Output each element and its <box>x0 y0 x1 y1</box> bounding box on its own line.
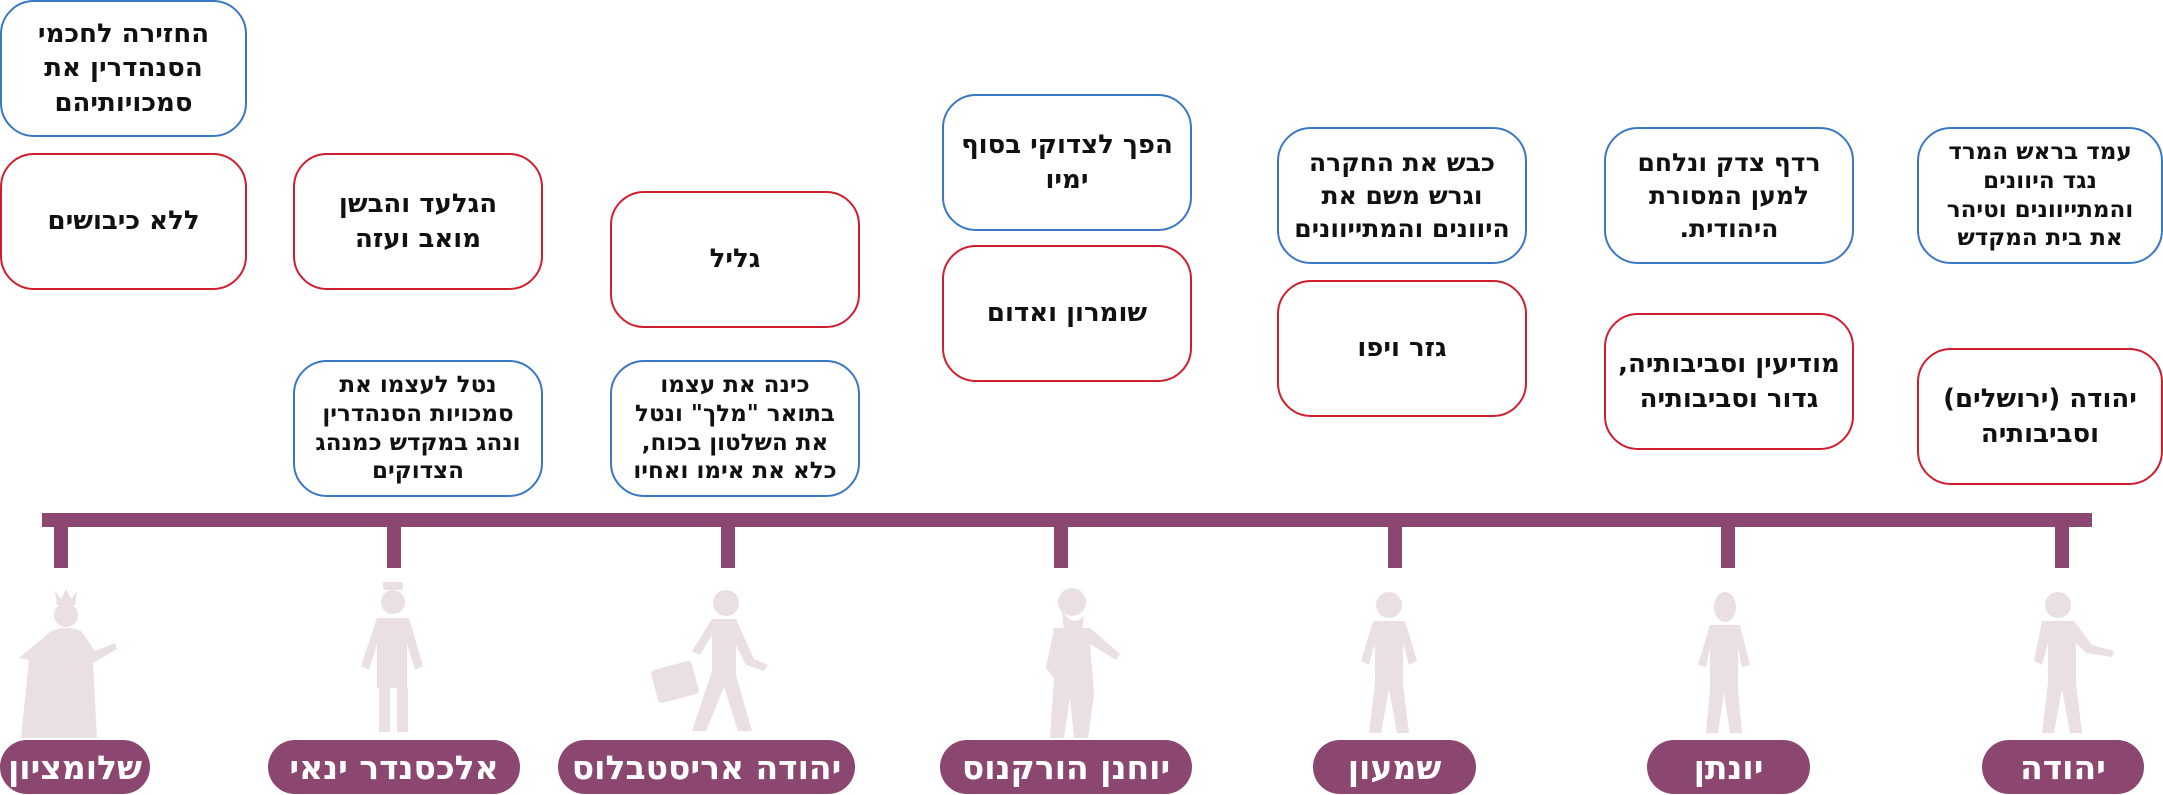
queen-silhouette-icon <box>19 589 117 738</box>
policy-box: רדף צדק ונלחם למען המסורת היהודית. <box>1604 127 1854 264</box>
man-silhouette-icon <box>1698 592 1750 733</box>
policy-box: עמד בראש המרד נגד היוונים והמתייוונים וט… <box>1917 127 2163 264</box>
policy-box: נטל לעצמו את סמכויות הסנהדרין ונהג במקדש… <box>293 360 543 497</box>
ruler-name-pill: יונתן <box>1647 740 1810 794</box>
timeline-tick <box>1388 520 1402 568</box>
ruler-name-pill: שלומציון <box>0 740 150 794</box>
timeline-tick <box>1054 520 1068 568</box>
man-silhouette-icon <box>2034 592 2114 733</box>
king-silhouette-icon <box>361 582 423 732</box>
policy-box: כינה את עצמו בתואר "מלך" ונטל את השלטון … <box>610 360 860 497</box>
policy-box: כבש את החקרה וגרש משם את היוונים והמתייו… <box>1277 127 1527 264</box>
conquest-box: הגלעד והבשן מואב ועזה <box>293 153 543 290</box>
ruler-name-pill: אלכסנדר ינאי <box>268 740 520 794</box>
conquest-box: ללא כיבושים <box>0 153 247 290</box>
conquest-box: מודיעין וסביבותיה, גדור וסביבותיה <box>1604 313 1854 450</box>
conquest-box: יהודה (ירושלים) וסביבותיה <box>1917 348 2163 485</box>
timeline-tick <box>54 520 68 568</box>
policy-box: הפך לצדוקי בסוף ימיו <box>942 94 1192 231</box>
timeline-tick <box>2055 520 2069 568</box>
conquest-box: גליל <box>610 191 860 328</box>
ruler-name-pill: שמעון <box>1313 740 1476 794</box>
ruler-name-pill: יהודה <box>1982 740 2144 794</box>
conquest-box: גזר ויפו <box>1277 280 1527 417</box>
timeline-tick <box>1721 520 1735 568</box>
timeline-tick <box>387 520 401 568</box>
bearded-man-silhouette-icon <box>1046 588 1120 738</box>
conquest-box: שומרון ואדום <box>942 245 1192 382</box>
man-silhouette-icon <box>1361 592 1417 733</box>
walking-man-silhouette-icon <box>651 590 768 731</box>
ruler-name-pill: יוחנן הורקנוס <box>940 740 1192 794</box>
timeline-tick <box>721 520 735 568</box>
ruler-name-pill: יהודה אריסטבלוס <box>558 740 855 794</box>
policy-box: החזירה לחכמי הסנהדרין את סמכויותיהם <box>0 0 247 137</box>
